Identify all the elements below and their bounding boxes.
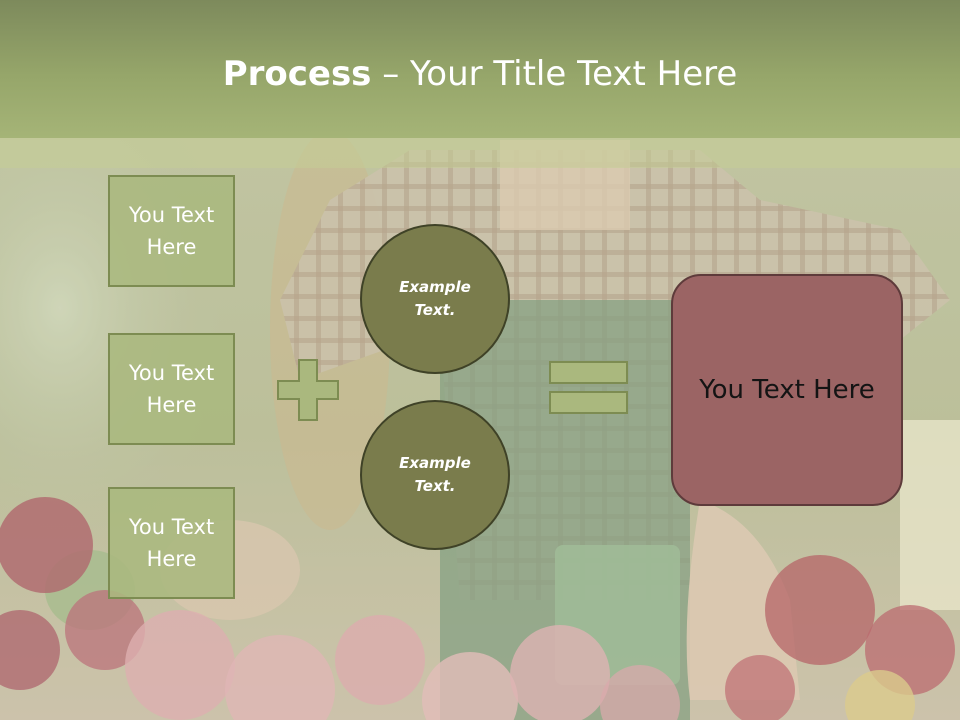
- result-box-label: You Text Here: [699, 375, 875, 405]
- title-banner-band: [0, 138, 960, 168]
- input-box-3-label: You Text Here: [128, 515, 215, 571]
- input-box-2[interactable]: You Text Here: [108, 333, 235, 445]
- input-box-2-label: You Text Here: [128, 361, 215, 417]
- example-circle-2[interactable]: Example Text.: [360, 400, 510, 550]
- title-banner: [0, 0, 960, 138]
- input-box-1-label: You Text Here: [128, 203, 215, 259]
- input-box-1[interactable]: You Text Here: [108, 175, 235, 287]
- page-title[interactable]: Process – Your Title Text Here: [0, 52, 960, 96]
- result-box[interactable]: You Text Here: [671, 274, 903, 506]
- input-box-3[interactable]: You Text Here: [108, 487, 235, 599]
- equals-icon: [549, 361, 628, 414]
- plus-icon: [277, 359, 339, 421]
- example-circle-2-label: Example Text.: [399, 454, 471, 495]
- title-rest-text: – Your Title Text Here: [371, 54, 738, 94]
- title-bold-text: Process: [222, 54, 372, 94]
- example-circle-1-label: Example Text.: [399, 278, 471, 319]
- example-circle-1[interactable]: Example Text.: [360, 224, 510, 374]
